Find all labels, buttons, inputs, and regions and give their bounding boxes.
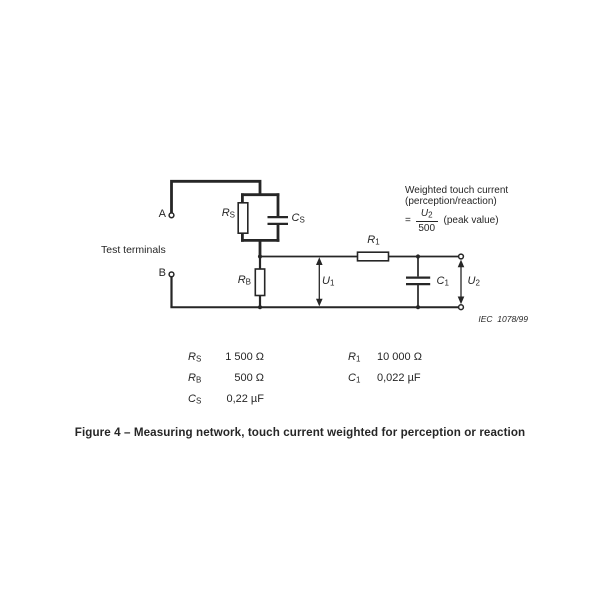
terminal-a-label: A bbox=[158, 208, 166, 220]
fraction: U2 500 bbox=[415, 208, 438, 234]
test-terminals-label: Test terminals bbox=[101, 244, 166, 256]
u1-arrowhead-up bbox=[316, 257, 323, 265]
component-values-left: RS 1 500 Ω RB 500 Ω CS 0,22 µF bbox=[188, 347, 264, 410]
u2-label: U2 bbox=[467, 274, 480, 287]
output-terminal-top-circle bbox=[457, 253, 465, 260]
u1-arrowhead-down bbox=[316, 298, 323, 307]
cs-table-value: 0,22 µF bbox=[226, 393, 264, 405]
value-row-r1: R1 10 000 Ω bbox=[348, 347, 438, 368]
fraction-denominator: 500 bbox=[418, 222, 436, 234]
r1-table-symbol: R1 bbox=[348, 351, 361, 364]
rb-label: RB bbox=[237, 274, 251, 287]
value-row-rs: RS 1 500 Ω bbox=[188, 347, 264, 368]
c1-label: C1 bbox=[436, 274, 449, 287]
weighted-note: Weighted touch current (perception/react… bbox=[405, 185, 508, 207]
rb-table-value: 500 Ω bbox=[234, 372, 264, 384]
rs-table-value: 1 500 Ω bbox=[225, 351, 264, 363]
wire-terminal-a-loop bbox=[170, 179, 262, 213]
peak-value-label: (peak value) bbox=[443, 215, 499, 227]
equals-sign: = bbox=[405, 215, 411, 227]
value-row-cs: CS 0,22 µF bbox=[188, 389, 264, 410]
weighted-note-line2: (perception/reaction) bbox=[405, 196, 497, 207]
terminal-b-circle bbox=[168, 271, 175, 278]
c1-table-symbol: C1 bbox=[348, 372, 361, 385]
resistor-r1-body bbox=[356, 251, 390, 262]
u2-arrowhead-down bbox=[457, 296, 465, 305]
weighted-note-line1: Weighted touch current bbox=[405, 185, 509, 196]
rs-label: RS bbox=[221, 207, 235, 220]
u2-arrowhead-up bbox=[457, 259, 465, 268]
iec-reference: IEC 1078/99 bbox=[478, 314, 528, 324]
value-row-c1: C1 0,022 µF bbox=[348, 368, 438, 389]
u1-label: U1 bbox=[322, 274, 335, 287]
c1-table-value: 0,022 µF bbox=[377, 372, 421, 384]
fraction-numerator: U2 bbox=[415, 208, 438, 222]
terminal-a-circle bbox=[168, 212, 175, 219]
rb-table-symbol: RB bbox=[188, 372, 202, 385]
rs-table-symbol: RS bbox=[188, 351, 202, 364]
resistor-rs-body bbox=[237, 202, 249, 235]
junction-dot bbox=[257, 254, 263, 259]
resistor-rb-body bbox=[254, 268, 266, 297]
junction-dot bbox=[415, 305, 421, 310]
r1-label: R1 bbox=[367, 233, 380, 246]
component-values-right: R1 10 000 Ω C1 0,022 µF bbox=[348, 347, 438, 389]
junction-dot bbox=[257, 305, 263, 310]
value-row-rb: RB 500 Ω bbox=[188, 368, 264, 389]
figure-caption: Figure 4 – Measuring network, touch curr… bbox=[74, 426, 526, 439]
r1-table-value: 10 000 Ω bbox=[377, 351, 422, 363]
terminal-b-label: B bbox=[158, 267, 166, 279]
cs-table-symbol: CS bbox=[188, 393, 202, 406]
output-terminal-bottom-circle bbox=[457, 304, 465, 311]
weighted-formula: = U2 500 (peak value) bbox=[405, 208, 499, 234]
cs-label: CS bbox=[291, 211, 305, 224]
junction-dot bbox=[415, 254, 421, 259]
